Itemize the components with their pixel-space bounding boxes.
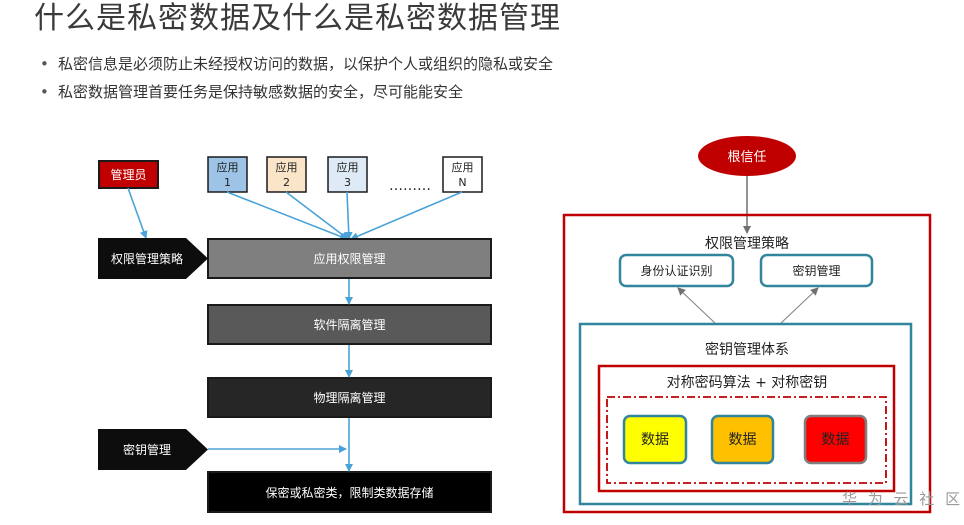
- data-box-red: 数据: [803, 414, 868, 465]
- symmetric-title: 对称密码算法 + 对称密钥: [667, 374, 828, 391]
- layer-label: 保密或私密类，限制类数据存储: [265, 485, 433, 500]
- bullet-item: •私密数据管理首要任务是保持敏感数据的安全，尽可能能安全: [40, 83, 464, 101]
- app-box-n: 应用 N: [442, 156, 483, 193]
- root-trust-label: 根信任: [727, 150, 766, 165]
- layer-label: 应用权限管理: [313, 251, 385, 266]
- identity-box: 身份认证识别: [618, 253, 735, 288]
- data-zone-frame: [606, 396, 887, 484]
- app-arrows: [226, 191, 463, 241]
- app-number: 1: [224, 176, 231, 189]
- keymgmt-tag: 密钥管理: [98, 429, 208, 470]
- data-box-orange: 数据: [710, 414, 775, 465]
- key-system-frame: [578, 322, 913, 506]
- bullet-item: •私密信息是必须防止未经授权访问的数据，以保护个人或组织的隐私或安全: [40, 55, 554, 73]
- key-system-arrows: [677, 287, 819, 325]
- watermark: 华 为 云 社 区: [842, 490, 964, 508]
- layer-label: 软件隔离管理: [313, 317, 385, 332]
- policy-tag: 权限管理策略: [98, 238, 208, 279]
- key-system-title: 密钥管理体系: [705, 341, 789, 358]
- trust-boundary-frame: [562, 213, 932, 514]
- policy-title: 权限管理策略: [705, 235, 789, 252]
- admin-label: 管理员: [110, 167, 146, 182]
- page-title: 什么是私密数据及什么是私密数据管理: [34, 1, 561, 36]
- app-ellipsis: ………: [389, 178, 431, 194]
- identity-label: 身份认证识别: [640, 263, 712, 278]
- data-label: 数据: [822, 432, 850, 448]
- app-number: 2: [283, 176, 290, 189]
- app-box-3: 应用 3: [327, 156, 368, 193]
- bullet-text: 私密数据管理首要任务是保持敏感数据的安全，尽可能能安全: [58, 83, 464, 101]
- app-label: 应用: [217, 160, 239, 174]
- data-label: 数据: [641, 432, 669, 448]
- layer-software-isolation: 软件隔离管理: [207, 304, 492, 345]
- app-label: 应用: [276, 160, 298, 174]
- admin-arrow: [127, 187, 148, 239]
- data-label: 数据: [729, 432, 757, 448]
- app-number: 3: [344, 176, 351, 189]
- key-mgmt-box: 密钥管理: [759, 253, 874, 288]
- app-number: N: [458, 176, 466, 189]
- root-trust-node: 根信任: [698, 136, 796, 176]
- policy-tag-label: 权限管理策略: [111, 251, 183, 266]
- layer-label: 物理隔离管理: [313, 390, 385, 405]
- app-box-1: 应用 1: [207, 156, 248, 193]
- layer-arrows: [208, 279, 353, 472]
- keymgmt-tag-label: 密钥管理: [123, 442, 171, 457]
- key-mgmt-label: 密钥管理: [792, 263, 840, 278]
- bullet-text: 私密信息是必须防止未经授权访问的数据，以保护个人或组织的隐私或安全: [58, 55, 554, 73]
- app-label: 应用: [452, 160, 474, 174]
- layer-data-storage: 保密或私密类，限制类数据存储: [207, 471, 492, 513]
- bullet-list: •私密信息是必须防止未经授权访问的数据，以保护个人或组织的隐私或安全 •私密数据…: [40, 52, 553, 108]
- layer-app-permission: 应用权限管理: [207, 238, 492, 279]
- app-box-2: 应用 2: [266, 156, 307, 193]
- data-box-yellow: 数据: [622, 414, 688, 465]
- admin-box: 管理员: [98, 160, 159, 189]
- app-label: 应用: [337, 160, 359, 174]
- symmetric-frame: [597, 364, 896, 493]
- layer-physical-isolation: 物理隔离管理: [207, 377, 492, 418]
